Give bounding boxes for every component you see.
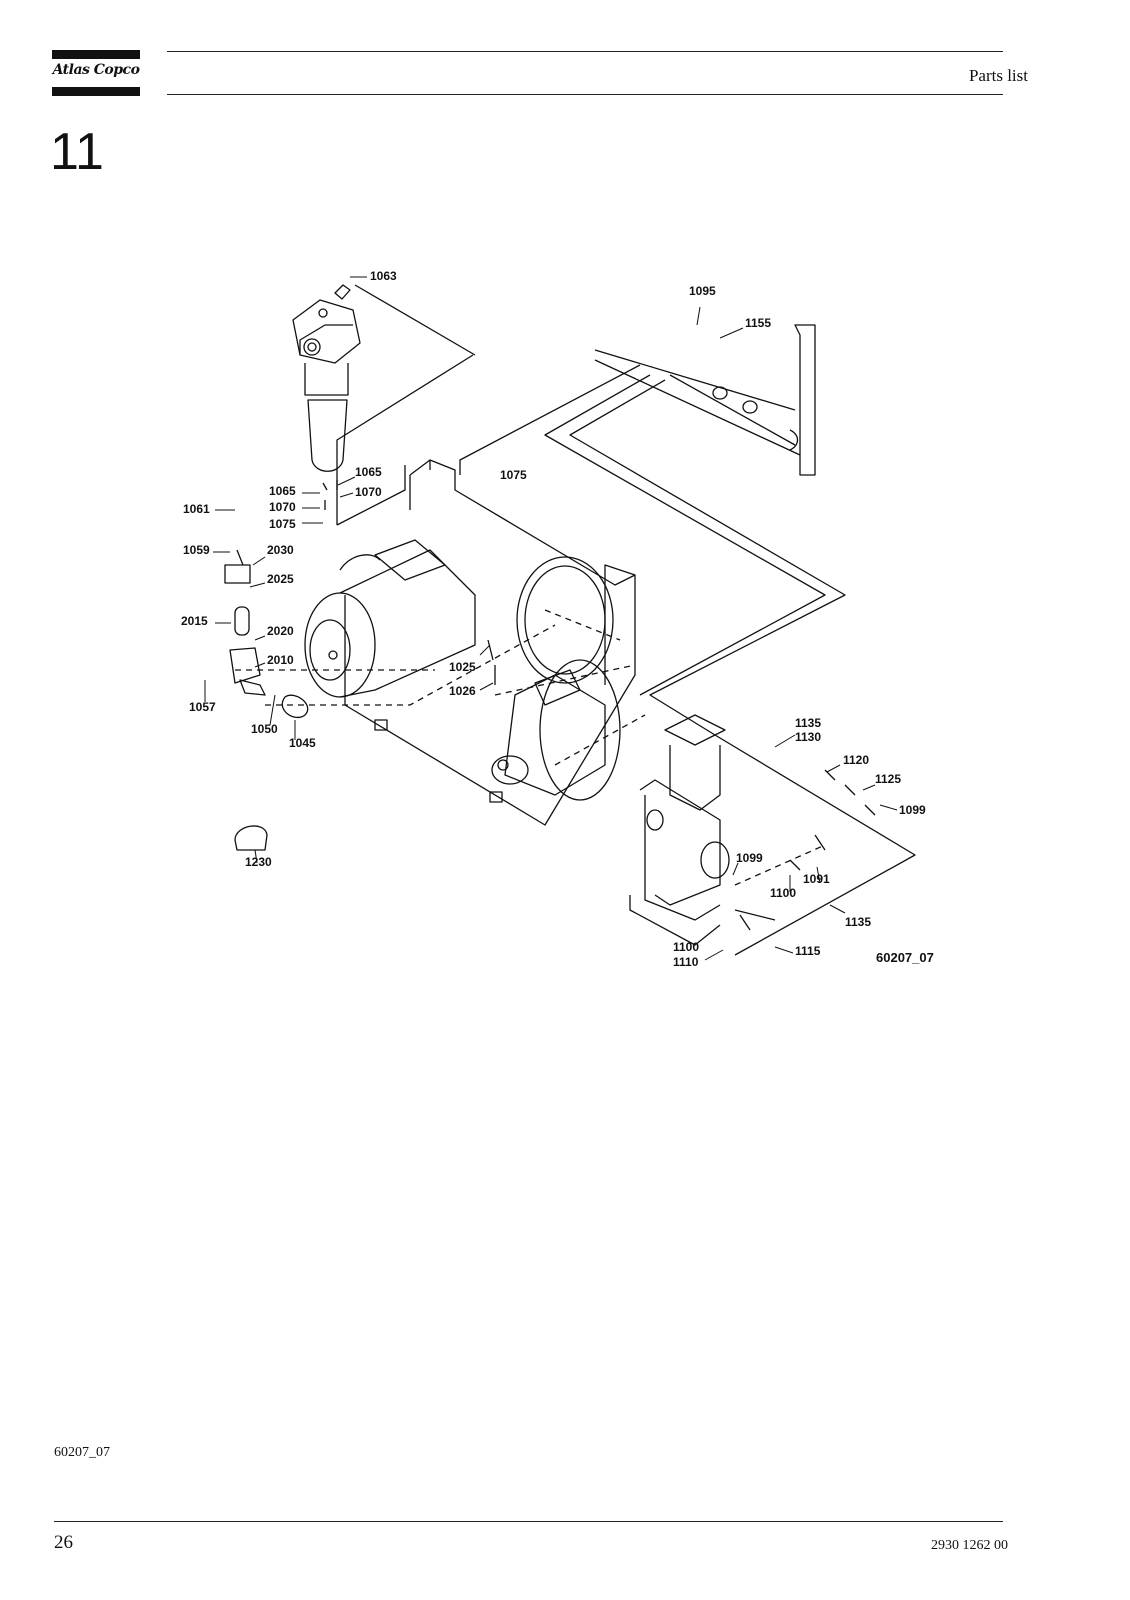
- callout-1099-lower: 1099: [736, 851, 763, 865]
- callout-1045: 1045: [289, 736, 316, 750]
- figure-reference: 60207_07: [54, 1445, 110, 1460]
- outlet-pipe: [629, 714, 776, 946]
- callout-1070-left: 1070: [269, 500, 296, 514]
- side-panel: [594, 324, 816, 476]
- callout-2030: 2030: [267, 543, 294, 557]
- callout-2020: 2020: [267, 624, 294, 638]
- callout-1155: 1155: [745, 316, 771, 330]
- callout-2025: 2025: [267, 572, 294, 586]
- callout-leaders: [204, 276, 898, 961]
- pipe-lines: [336, 284, 916, 956]
- callout-1125: 1125: [875, 772, 901, 786]
- callout-2010: 2010: [267, 653, 294, 667]
- small-parts: [224, 482, 876, 931]
- callout-1100-lower: 1100: [673, 940, 699, 954]
- callout-1115: 1115: [795, 944, 821, 958]
- callout-1130: 1130: [795, 730, 821, 744]
- callout-1110: 1110: [673, 955, 699, 969]
- gear-casing: [344, 459, 636, 826]
- callout-1050: 1050: [251, 722, 278, 736]
- callout-1025: 1025: [449, 660, 476, 674]
- logo-top-bar: [52, 50, 140, 59]
- page-number: 26: [54, 1532, 73, 1553]
- callout-1120: 1120: [843, 753, 869, 767]
- exploded-parts-drawing: 1063 1095 1155 1065 1070 1075 1065 1070 …: [181, 269, 934, 969]
- document-number: 2930 1262 00: [931, 1538, 1008, 1553]
- callout-1135-lower: 1135: [845, 915, 871, 929]
- callout-1070: 1070: [355, 485, 382, 499]
- callout-2015: 2015: [181, 614, 208, 628]
- figure-code: 60207_07: [876, 950, 934, 965]
- footer-rule: [54, 1521, 1003, 1522]
- callout-1099: 1099: [899, 803, 926, 817]
- callout-1061: 1061: [183, 502, 210, 516]
- callout-labels: 1063 1095 1155 1065 1070 1075 1065 1070 …: [181, 269, 934, 969]
- section-number: 11: [50, 123, 104, 181]
- callout-1135: 1135: [795, 716, 821, 730]
- motor: [304, 539, 476, 698]
- callout-1065-left: 1065: [269, 484, 296, 498]
- header-rule-bottom: [167, 94, 1003, 95]
- callout-1095: 1095: [689, 284, 716, 298]
- callout-1230: 1230: [245, 855, 272, 869]
- logo-bottom-bar: [52, 87, 140, 96]
- dashed-leaders: [235, 609, 826, 886]
- callout-1100: 1100: [770, 886, 796, 900]
- page-title: Parts list: [968, 66, 1028, 85]
- callout-1065: 1065: [355, 465, 382, 479]
- header-rule-top: [167, 51, 1003, 52]
- callout-1091: 1091: [803, 872, 830, 886]
- filter-housing: [292, 284, 361, 472]
- callout-1075-left: 1075: [269, 517, 296, 531]
- callout-1059: 1059: [183, 543, 210, 557]
- compressor-element: [491, 659, 621, 801]
- logo-text: Atlas Copco: [52, 62, 140, 78]
- atlas-copco-logo: Atlas Copco: [52, 50, 140, 96]
- callout-1075: 1075: [500, 468, 527, 482]
- callout-1063: 1063: [370, 269, 397, 283]
- callout-1026: 1026: [449, 684, 476, 698]
- callout-1057: 1057: [189, 700, 216, 714]
